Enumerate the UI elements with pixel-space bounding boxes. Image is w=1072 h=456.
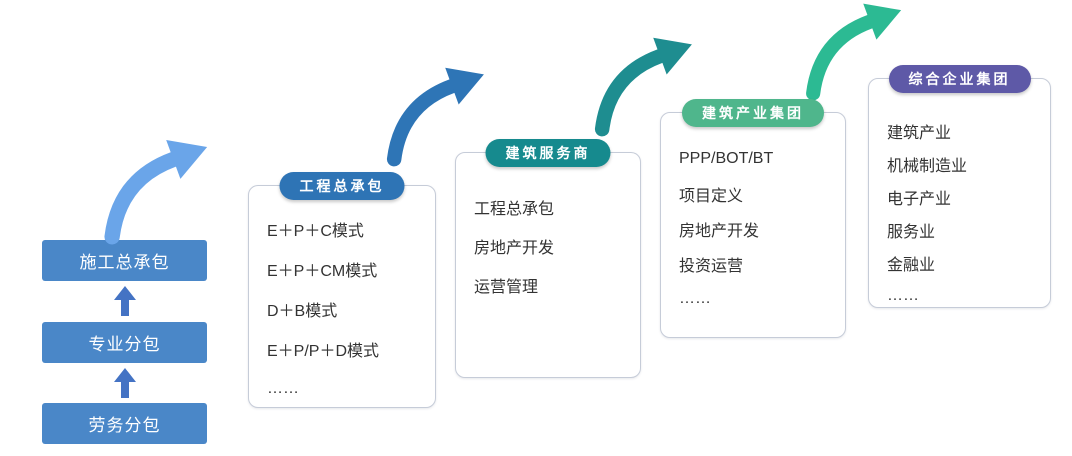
card-item: E＋P＋C模式 bbox=[267, 223, 364, 240]
card-industry-group: 建筑产业集团 PPP/BOT/BT 项目定义 房地产开发 投资运营 …… bbox=[660, 99, 846, 338]
card-item: E＋P/P＋D模式 bbox=[267, 343, 380, 360]
card-item: 运营管理 bbox=[474, 278, 539, 296]
ladder-box-label: 专业分包 bbox=[88, 335, 161, 354]
card-item: E＋P＋CM模式 bbox=[267, 263, 378, 280]
card-industry-group-header: 建筑产业集团 bbox=[682, 99, 824, 127]
curve-arrow-1-icon bbox=[96, 136, 238, 244]
card-conglomerate: 综合企业集团 建筑产业 机械制造业 电子产业 服务业 金融业 …… bbox=[868, 65, 1051, 308]
card-item: 机械制造业 bbox=[887, 157, 968, 175]
up-arrow-icon bbox=[114, 368, 136, 398]
card-item: 服务业 bbox=[887, 223, 936, 241]
card-item: …… bbox=[267, 380, 299, 397]
card-items: PPP/BOT/BT 项目定义 房地产开发 投资运营 …… bbox=[661, 113, 845, 316]
card-epc-header: 工程总承包 bbox=[279, 172, 405, 200]
card-item: …… bbox=[887, 286, 919, 304]
card-epc-contracting: 工程总承包 E＋P＋C模式 E＋P＋CM模式 D＋B模式 E＋P/P＋D模式 …… bbox=[248, 172, 436, 409]
card-item: 房地产开发 bbox=[679, 222, 760, 240]
card-item: 投资运营 bbox=[679, 257, 744, 275]
card-items: E＋P＋C模式 E＋P＋CM模式 D＋B模式 E＋P/P＋D模式 …… bbox=[249, 186, 435, 409]
card-service-provider: 建筑服务商 工程总承包 房地产开发 运营管理 bbox=[455, 139, 641, 378]
card-item: 电子产业 bbox=[887, 190, 952, 208]
card-items: 工程总承包 房地产开发 运营管理 bbox=[456, 153, 640, 304]
card-item: PPP/BOT/BT bbox=[679, 149, 774, 167]
ladder-box-label: 施工总承包 bbox=[79, 253, 170, 272]
card-item: 金融业 bbox=[887, 256, 936, 274]
ladder-box-professional-subcontracting: 专业分包 bbox=[42, 322, 207, 363]
card-item: 房地产开发 bbox=[474, 239, 555, 257]
card-item: 建筑产业 bbox=[887, 124, 952, 142]
card-item: 工程总承包 bbox=[474, 200, 555, 218]
ladder-box-label: 劳务分包 bbox=[88, 416, 161, 435]
card-item: …… bbox=[679, 289, 711, 307]
card-item: D＋B模式 bbox=[267, 303, 338, 320]
up-arrow-icon bbox=[114, 286, 136, 316]
card-items: 建筑产业 机械制造业 电子产业 服务业 金融业 …… bbox=[869, 79, 1050, 312]
ladder-box-labor-subcontracting: 劳务分包 bbox=[42, 403, 207, 444]
card-conglomerate-header: 综合企业集团 bbox=[888, 65, 1031, 93]
card-service-provider-header: 建筑服务商 bbox=[485, 139, 611, 167]
card-item: 项目定义 bbox=[679, 187, 744, 205]
ladder-box-construction-general-contracting: 施工总承包 bbox=[42, 240, 207, 281]
